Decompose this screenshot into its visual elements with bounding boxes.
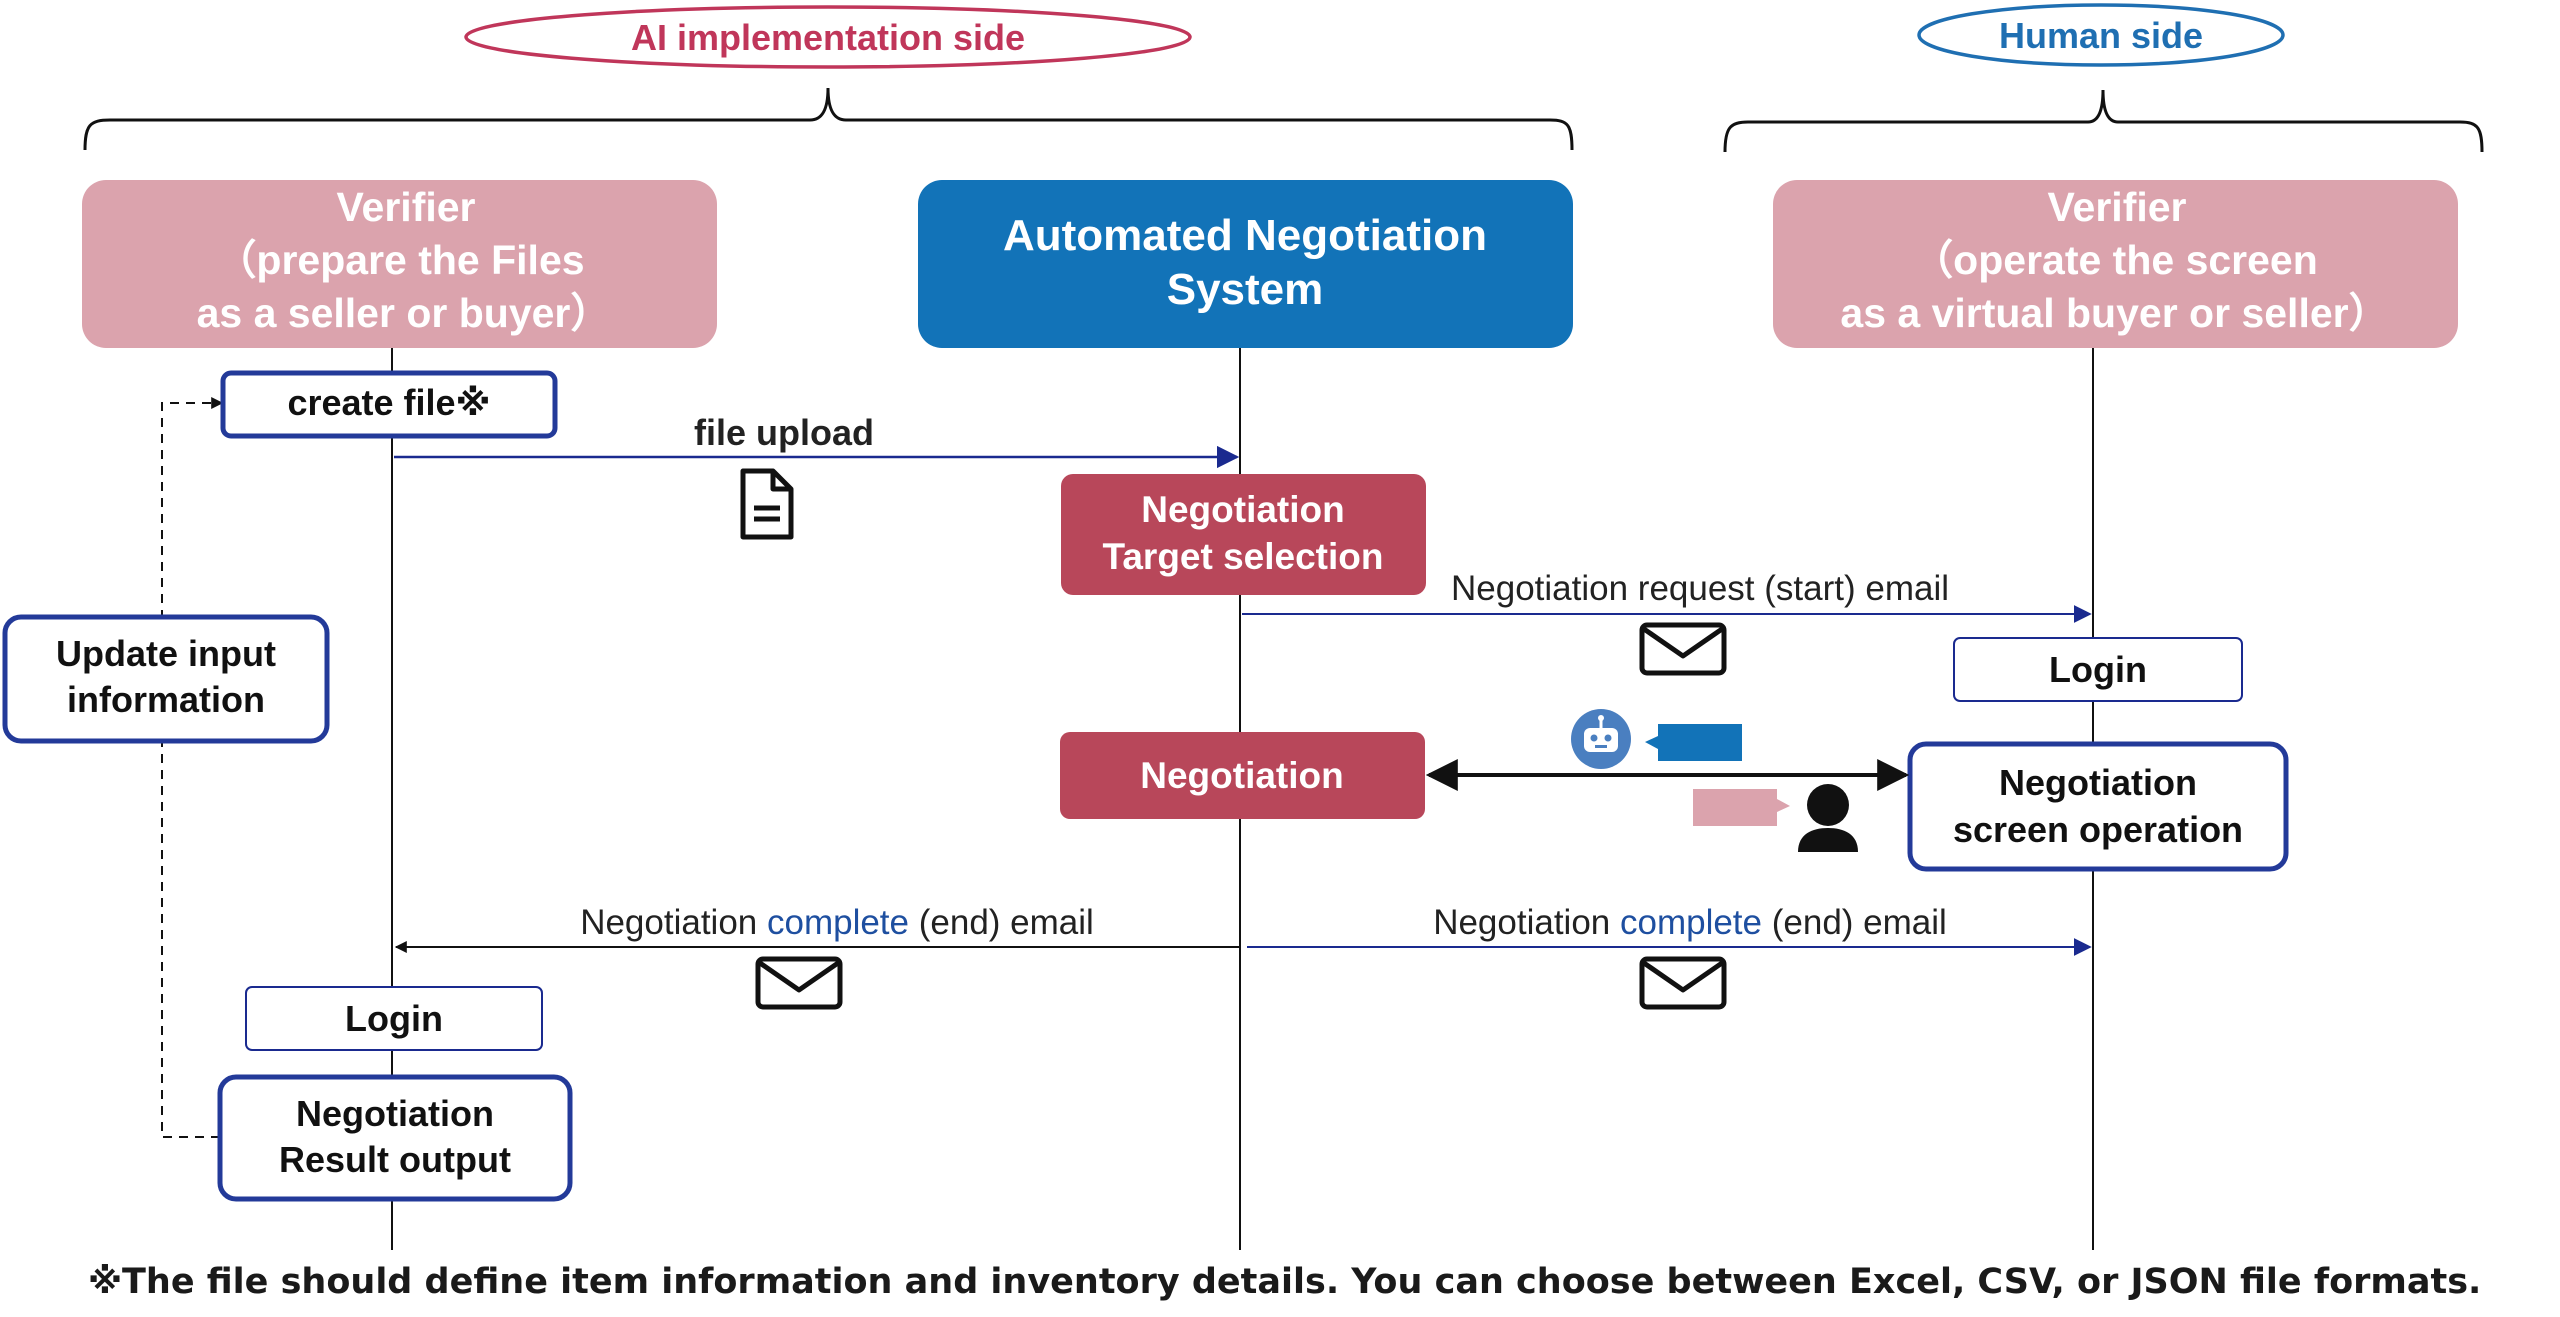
lane-system-line1: Automated Negotiation	[1003, 211, 1487, 260]
complete-email-right-prefix: Negotiation	[1433, 903, 1620, 942]
message-request-email: Negotiation request (start) email	[1242, 569, 2092, 623]
screen-operation-box	[1907, 741, 2289, 872]
complete-email-left-suffix: (end) email	[909, 903, 1094, 942]
speech-bubble-icon	[1645, 724, 1742, 761]
envelope-icon	[1639, 622, 1727, 676]
target-selection-line2: Target selection	[1102, 536, 1383, 577]
lane-verifier-left-box	[82, 180, 717, 348]
complete-email-left-keyword: complete	[767, 903, 909, 942]
person-icon	[1798, 784, 1858, 852]
negotiation-label: Negotiation	[1140, 755, 1343, 796]
step-update-input: Update input information	[2, 614, 330, 744]
process-negotiation: Negotiation	[1060, 732, 1425, 819]
lane-verifier-right: Verifier （operate the screen as a virtua…	[1773, 180, 2458, 348]
envelope-icon	[755, 956, 843, 1010]
ai-side-label: AI implementation side	[631, 17, 1025, 58]
step-result-output: Negotiation Result output	[217, 1074, 573, 1202]
footnote: ※The file should define item information…	[88, 1262, 2482, 1302]
ai-side-brace	[83, 87, 1574, 151]
step-screen-operation: Negotiation screen operation	[1907, 741, 2289, 872]
lane-verifier-right-line3: as a virtual buyer or seller）	[1840, 290, 2389, 336]
login-left-label: Login	[345, 998, 443, 1039]
human-side-label: Human side	[1999, 15, 2203, 56]
process-target-selection: Negotiation Target selection	[1061, 474, 1426, 595]
result-output-line1: Negotiation	[296, 1093, 494, 1134]
feedback-dashed-line	[161, 397, 224, 1138]
complete-email-left-prefix: Negotiation	[580, 903, 767, 942]
message-complete-email-left: Negotiation complete (end) email	[394, 903, 1240, 953]
lane-verifier-left-line1: Verifier	[336, 184, 475, 230]
human-side-ellipse	[1917, 3, 2285, 67]
complete-email-left-label: Negotiation complete (end) email	[580, 903, 1094, 942]
screen-operation-line1: Negotiation	[1999, 762, 2197, 803]
lane-verifier-left-line3: as a seller or buyer）	[197, 290, 612, 336]
update-input-line2: information	[67, 679, 265, 720]
step-login-left: Login	[245, 986, 543, 1051]
human-side-brace	[1723, 89, 2484, 153]
complete-email-right-label: Negotiation complete (end) email	[1433, 903, 1947, 942]
login-left-box	[245, 986, 543, 1051]
step-login-right: Login	[1953, 637, 2243, 702]
complete-email-right-suffix: (end) email	[1762, 903, 1947, 942]
message-complete-email-right: Negotiation complete (end) email	[1247, 903, 2092, 956]
update-input-line1: Update input	[56, 633, 276, 674]
speech-bubble-icon	[1693, 789, 1790, 826]
lane-verifier-right-line1: Verifier	[2047, 184, 2186, 230]
feedback-loop	[161, 397, 224, 1138]
step-create-file: create file※	[220, 370, 558, 439]
target-selection-line1: Negotiation	[1141, 489, 1344, 530]
envelope-icon	[1639, 956, 1727, 1010]
file-upload-label: file upload	[694, 412, 874, 453]
lane-verifier-right-box	[1773, 180, 2458, 348]
login-right-label: Login	[2049, 649, 2147, 690]
lane-system: Automated Negotiation System	[918, 180, 1573, 348]
create-file-label: create file※	[287, 382, 490, 423]
update-input-box	[2, 614, 330, 744]
message-file-upload: file upload	[394, 412, 1240, 469]
lane-system-line2: System	[1167, 265, 1324, 314]
create-file-box	[220, 370, 558, 439]
complete-email-right-keyword: complete	[1620, 903, 1762, 942]
robot-icon	[1571, 709, 1631, 769]
human-side-group: Human side	[1723, 3, 2484, 153]
lane-system-box	[918, 180, 1573, 348]
lane-verifier-right-line2: （operate the screen	[1912, 237, 2318, 283]
negotiation-box	[1060, 732, 1425, 819]
result-output-box	[217, 1074, 573, 1202]
ai-side-ellipse	[464, 5, 1192, 69]
login-right-box	[1953, 637, 2243, 702]
document-icon	[740, 468, 794, 540]
target-selection-box	[1061, 474, 1426, 595]
request-email-label: Negotiation request (start) email	[1451, 569, 1949, 608]
lane-verifier-left: Verifier （prepare the Files as a seller …	[82, 180, 717, 348]
ai-side-group: AI implementation side	[83, 5, 1574, 151]
screen-operation-line2: screen operation	[1953, 809, 2243, 850]
result-output-line2: Result output	[279, 1139, 511, 1180]
lane-verifier-left-line2: （prepare the Files	[215, 237, 584, 283]
